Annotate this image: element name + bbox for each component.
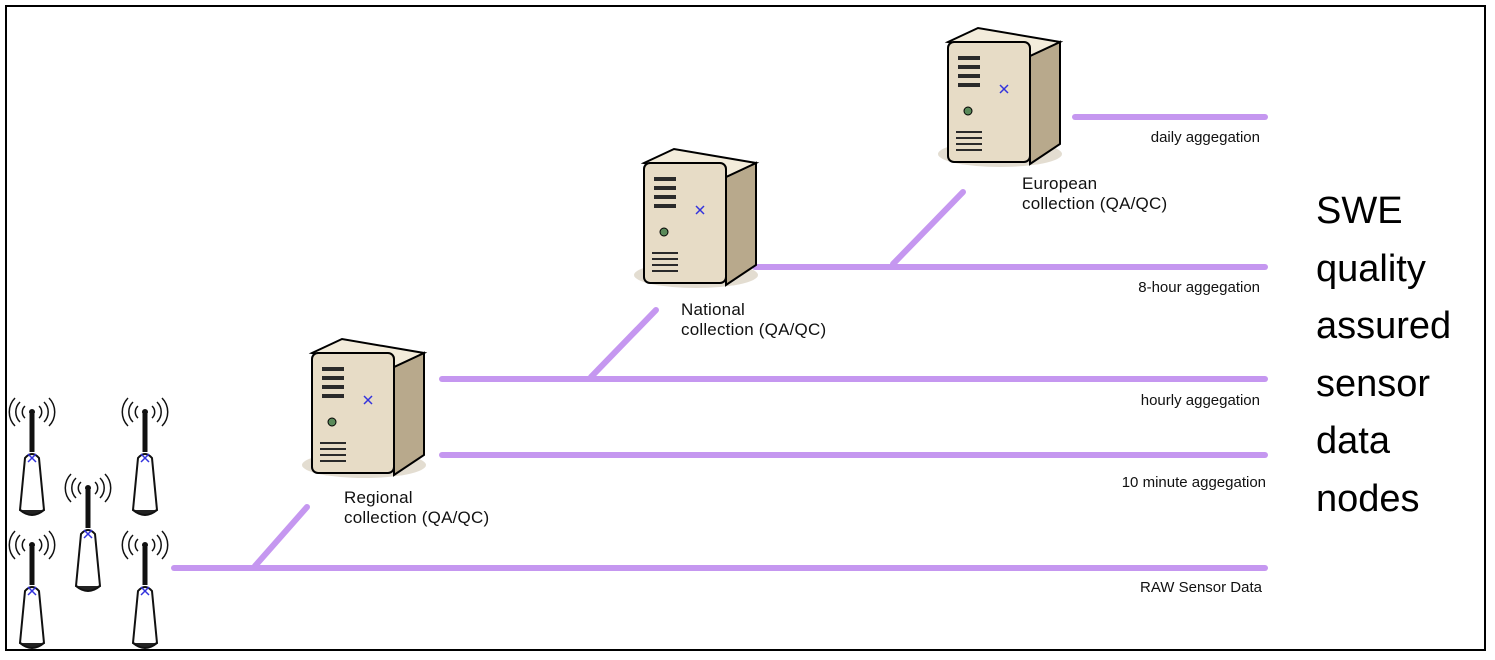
sensor-mast-icon xyxy=(121,397,169,516)
side-title-line: assured xyxy=(1316,305,1452,347)
side-title-line: SWE xyxy=(1316,190,1403,232)
side-title: SWE quality assured sensor data nodes xyxy=(1316,183,1451,528)
european-label: European collection (QA/QC) xyxy=(1022,174,1167,214)
european-server-icon xyxy=(937,27,1063,168)
regional-label-line-1: Regional xyxy=(344,488,413,507)
side-title-line: data xyxy=(1316,420,1390,462)
european-label-line-1: European xyxy=(1022,174,1098,193)
diagram-border xyxy=(5,5,1486,651)
regional-label-line-2: collection (QA/QC) xyxy=(344,508,490,527)
side-title-line: quality xyxy=(1316,247,1426,290)
national-connector xyxy=(588,307,659,380)
side-title-line: sensor xyxy=(1316,362,1431,405)
daily-aggregation-label: daily aggegation xyxy=(1150,129,1260,146)
national-label-line-2: collection (QA/QC) xyxy=(681,320,827,339)
ten-minute-aggregation-label: 10 minute aggegation xyxy=(1121,474,1266,491)
regional-label: Regional collection (QA/QC) xyxy=(344,488,489,528)
raw-sensor-data-label: RAW Sensor Data xyxy=(1140,579,1262,596)
sensor-mast-icon xyxy=(121,530,169,649)
regional-connector xyxy=(252,504,310,569)
sensor-mast-icon xyxy=(8,397,56,516)
side-title-line: nodes xyxy=(1316,477,1420,520)
national-server-icon xyxy=(633,148,759,289)
regional-server-icon xyxy=(301,338,427,479)
hourly-aggregation-label: hourly aggegation xyxy=(1140,392,1260,409)
national-label: National collection (QA/QC) xyxy=(681,300,826,340)
eight-hour-aggregation-label: 8-hour aggegation xyxy=(1138,279,1260,296)
sensor-mast-icon xyxy=(8,530,56,649)
sensor-mast-icon xyxy=(64,473,112,592)
european-label-line-2: collection (QA/QC) xyxy=(1022,194,1168,213)
national-label-line-1: National xyxy=(681,300,745,319)
european-connector xyxy=(890,189,966,267)
